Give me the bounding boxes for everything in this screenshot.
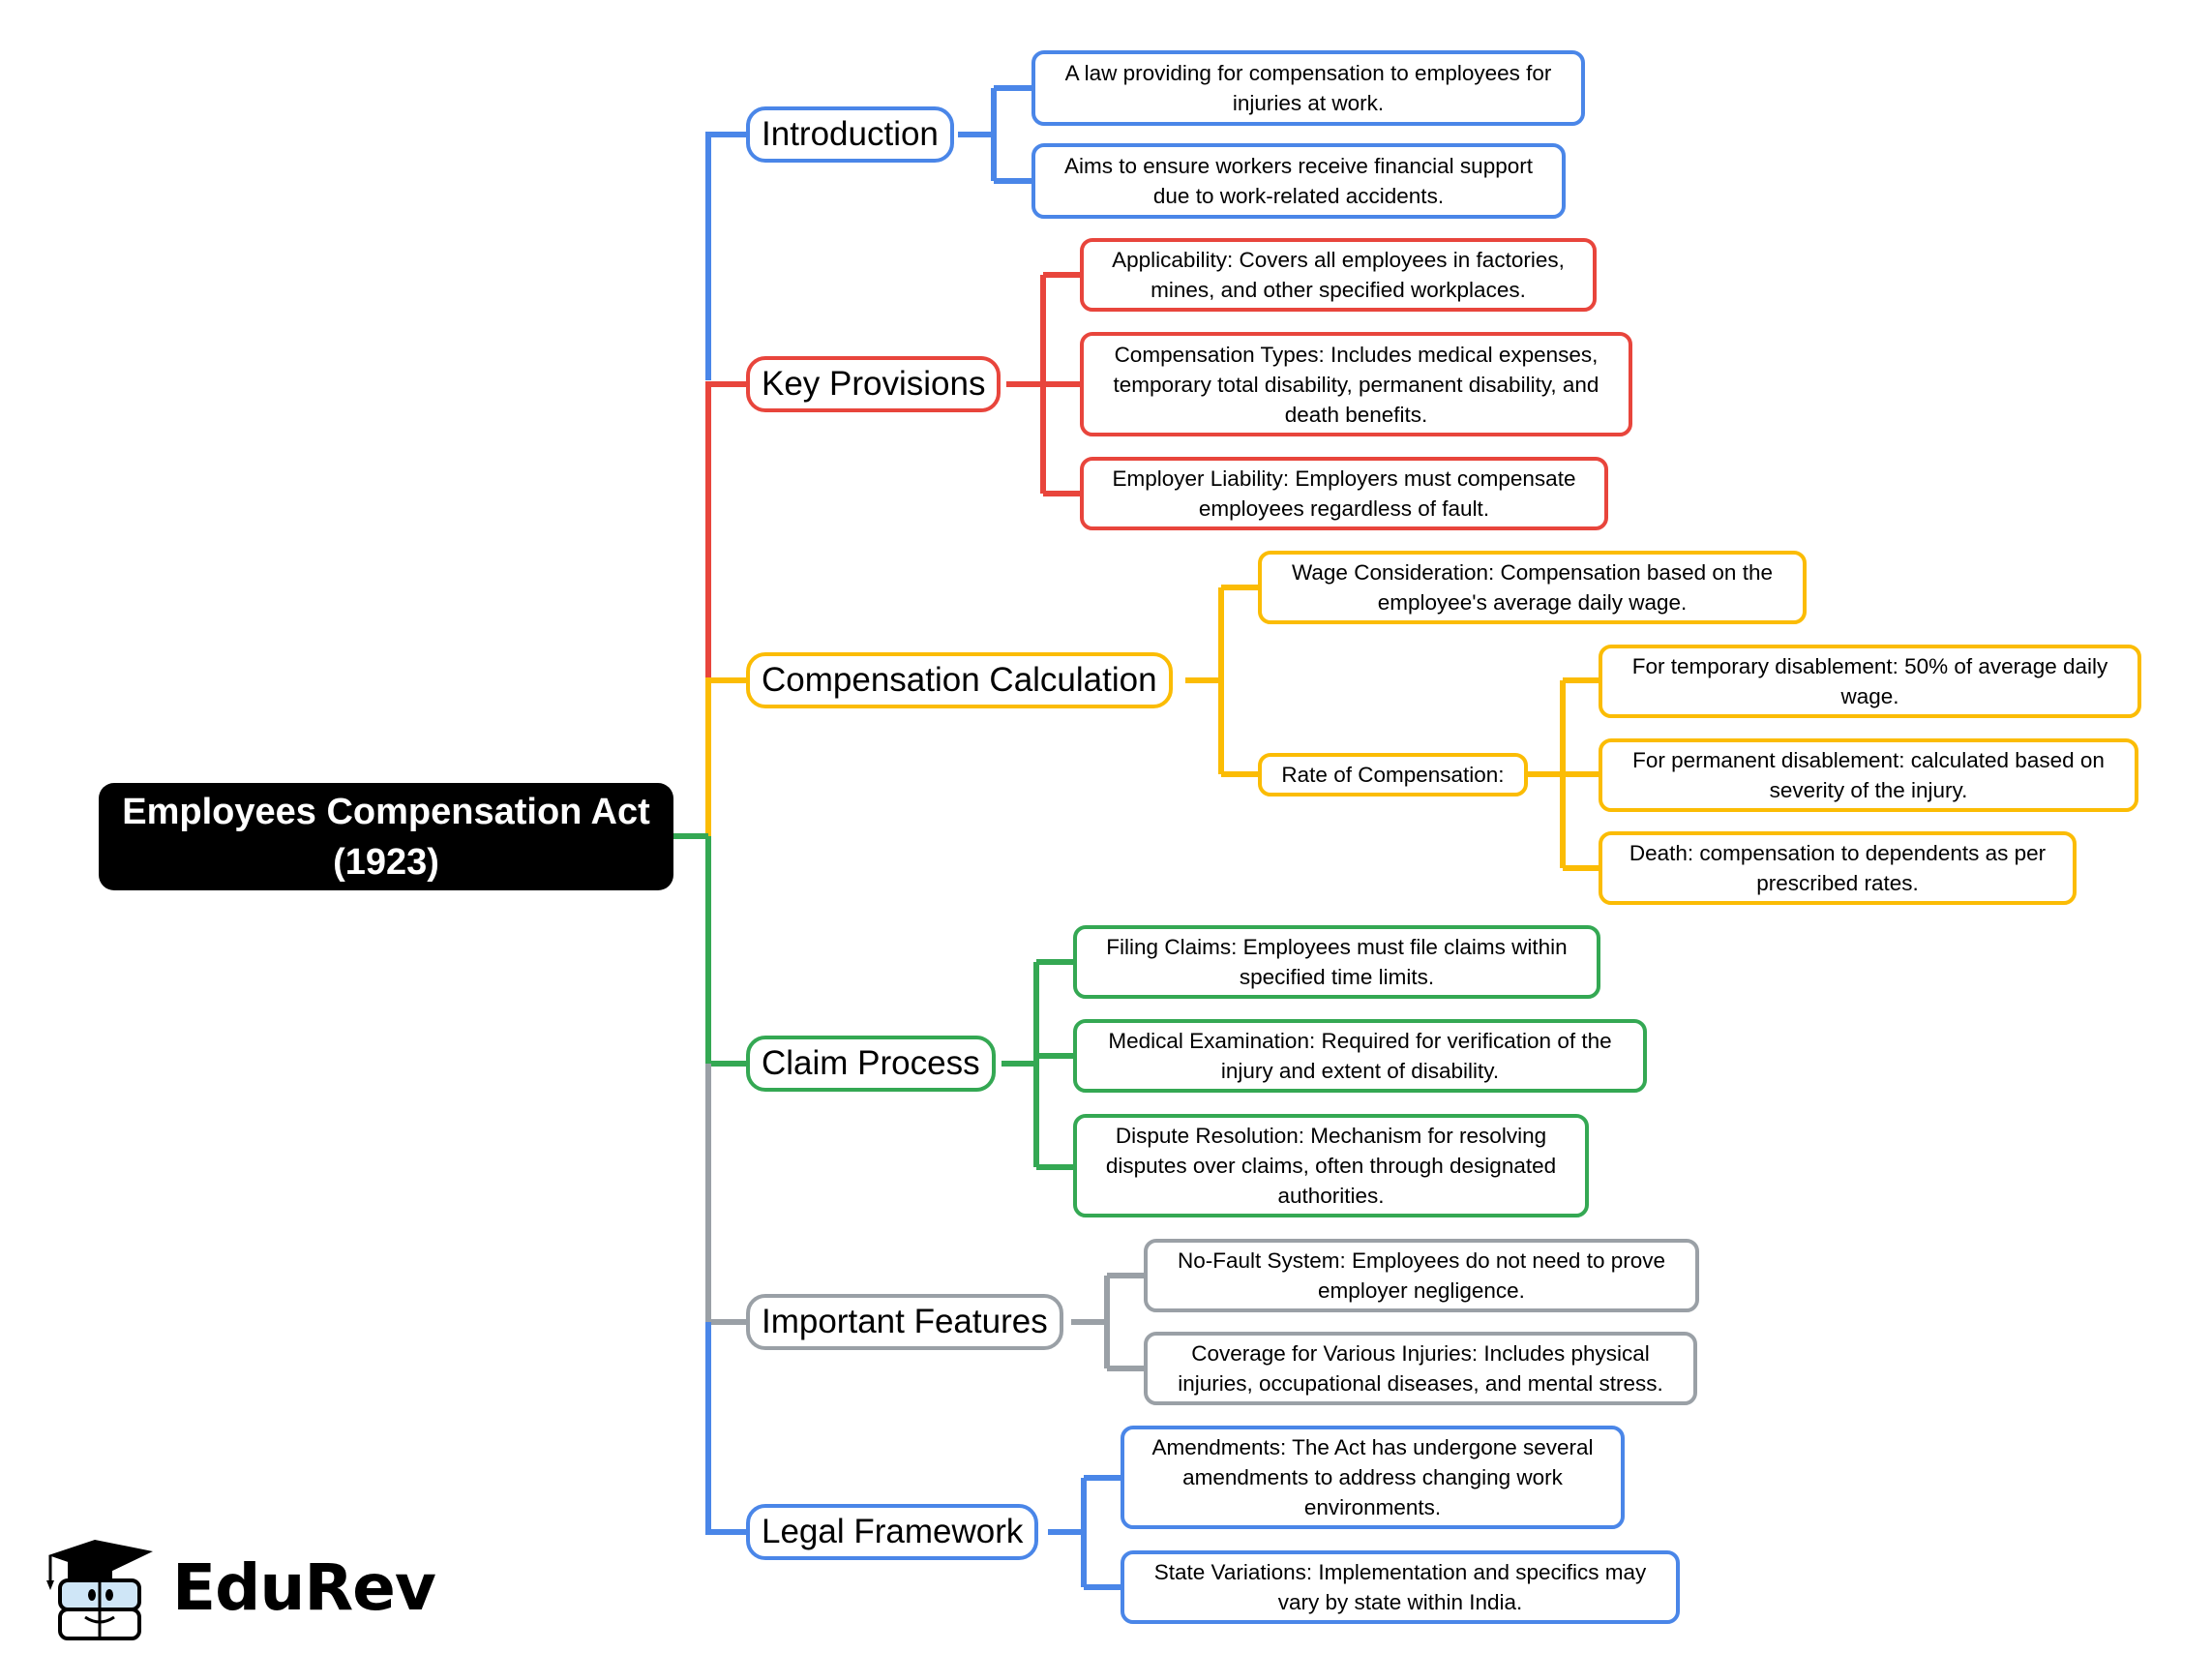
leaf-text: A law providing for compensation to empl… bbox=[1064, 61, 1552, 115]
leaf-text: Filing Claims: Employees must file claim… bbox=[1106, 935, 1568, 989]
leaf-compensation-types[interactable]: Compensation Types: Includes medical exp… bbox=[1080, 332, 1632, 436]
leaf-employer-liability[interactable]: Employer Liability: Employers must compe… bbox=[1080, 457, 1608, 530]
branch-lines-claim bbox=[1001, 959, 1073, 1170]
root-node: Employees Compensation Act (1923) bbox=[99, 783, 673, 890]
branch-lines-legal bbox=[1048, 1475, 1121, 1590]
leaf-text: Amendments: The Act has undergone severa… bbox=[1151, 1435, 1594, 1519]
leaf-text: Medical Examination: Required for verifi… bbox=[1108, 1029, 1612, 1083]
leaf-text: State Variations: Implementation and spe… bbox=[1153, 1560, 1647, 1614]
trunk-segment-introduction bbox=[705, 132, 746, 380]
trunk-segment-key-provisions bbox=[705, 381, 746, 677]
leaf-text: Employer Liability: Employers must compe… bbox=[1112, 466, 1576, 521]
leaf-text: For temporary disablement: 50% of averag… bbox=[1631, 654, 2108, 708]
branch-lines-compensation bbox=[1185, 585, 1258, 777]
graduation-cap-mascot-icon bbox=[46, 1540, 153, 1640]
leaf-filing-claims[interactable]: Filing Claims: Employees must file claim… bbox=[1073, 925, 1600, 999]
branch-compensation-calculation[interactable]: Compensation Calculation bbox=[746, 652, 1173, 708]
branch-lines-features bbox=[1071, 1273, 1144, 1371]
leaf-introduction-1[interactable]: A law providing for compensation to empl… bbox=[1031, 50, 1585, 126]
leaf-coverage-injuries[interactable]: Coverage for Various Injuries: Includes … bbox=[1144, 1332, 1697, 1405]
branch-label: Compensation Calculation bbox=[762, 661, 1157, 699]
branch-claim-process[interactable]: Claim Process bbox=[746, 1036, 996, 1092]
leaf-state-variations[interactable]: State Variations: Implementation and spe… bbox=[1121, 1550, 1680, 1624]
leaf-introduction-2[interactable]: Aims to ensure workers receive financial… bbox=[1031, 143, 1566, 219]
leaf-text: Death: compensation to dependents as per… bbox=[1629, 841, 2047, 895]
branch-label: Introduction bbox=[762, 115, 939, 153]
leaf-applicability[interactable]: Applicability: Covers all employees in f… bbox=[1080, 238, 1597, 312]
leaf-text: For permanent disablement: calculated ba… bbox=[1632, 748, 2105, 802]
leaf-dispute-resolution[interactable]: Dispute Resolution: Mechanism for resolv… bbox=[1073, 1114, 1589, 1217]
leaf-text: Aims to ensure workers receive financial… bbox=[1064, 154, 1533, 208]
leaf-text: Rate of Compensation: bbox=[1281, 763, 1505, 787]
leaf-text: Dispute Resolution: Mechanism for resolv… bbox=[1105, 1124, 1557, 1208]
branch-legal-framework[interactable]: Legal Framework bbox=[746, 1504, 1039, 1560]
root-title-line2: (1923) bbox=[333, 841, 439, 883]
leaf-temporary-disablement[interactable]: For temporary disablement: 50% of averag… bbox=[1599, 645, 2141, 718]
trunk-segment-claim bbox=[705, 836, 746, 1067]
brand-name: EduRev bbox=[172, 1549, 436, 1625]
leaf-text: Coverage for Various Injuries: Includes … bbox=[1178, 1341, 1663, 1396]
leaf-text: Applicability: Covers all employees in f… bbox=[1112, 248, 1565, 302]
node-rate-of-compensation[interactable]: Rate of Compensation: bbox=[1258, 753, 1528, 796]
leaf-text: No-Fault System: Employees do not need t… bbox=[1177, 1248, 1665, 1303]
branch-lines-introduction bbox=[958, 85, 1031, 184]
leaf-permanent-disablement[interactable]: For permanent disablement: calculated ba… bbox=[1599, 738, 2138, 812]
leaf-text: Wage Consideration: Compensation based o… bbox=[1292, 560, 1773, 615]
trunk-segment-features bbox=[705, 1064, 746, 1325]
branch-introduction[interactable]: Introduction bbox=[746, 106, 954, 163]
branch-lines-rate bbox=[1528, 677, 1599, 871]
leaf-wage-consideration[interactable]: Wage Consideration: Compensation based o… bbox=[1258, 551, 1807, 624]
leaf-medical-examination[interactable]: Medical Examination: Required for verifi… bbox=[1073, 1019, 1647, 1093]
branch-label: Important Features bbox=[762, 1303, 1048, 1340]
branch-important-features[interactable]: Important Features bbox=[746, 1294, 1063, 1350]
branch-label: Key Provisions bbox=[762, 365, 986, 403]
trunk-segment-compensation bbox=[705, 677, 746, 836]
leaf-amendments[interactable]: Amendments: The Act has undergone severa… bbox=[1121, 1426, 1625, 1529]
trunk-segment-legal bbox=[705, 1322, 746, 1535]
branch-label: Legal Framework bbox=[762, 1513, 1024, 1550]
root-title-line1: Employees Compensation Act bbox=[122, 791, 650, 832]
branch-label: Claim Process bbox=[762, 1044, 980, 1082]
branch-key-provisions[interactable]: Key Provisions bbox=[746, 356, 1001, 412]
branch-lines-key-provisions bbox=[1006, 272, 1080, 496]
leaf-text: Compensation Types: Includes medical exp… bbox=[1113, 342, 1599, 427]
edurev-logo: EduRev bbox=[39, 1534, 436, 1640]
leaf-no-fault-system[interactable]: No-Fault System: Employees do not need t… bbox=[1144, 1239, 1699, 1312]
leaf-death[interactable]: Death: compensation to dependents as per… bbox=[1599, 831, 2077, 905]
